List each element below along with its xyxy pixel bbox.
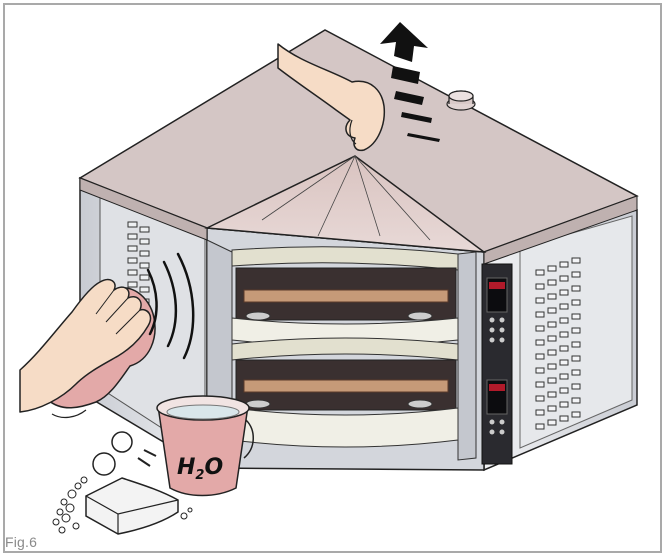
oven-deck-lower xyxy=(232,338,458,447)
figure-caption: Fig.6 xyxy=(5,534,37,550)
oven-control-panel xyxy=(482,264,512,464)
bucket-label-h: H xyxy=(177,455,195,480)
bucket-label-sub: 2 xyxy=(195,468,204,483)
soap-bubbles-icon xyxy=(93,432,156,475)
bucket-icon: H2O xyxy=(157,396,253,496)
oven-deck-upper xyxy=(232,247,458,346)
sponge-icon xyxy=(86,478,178,534)
bucket-label-o: O xyxy=(204,455,223,480)
flue-icon xyxy=(447,91,475,110)
